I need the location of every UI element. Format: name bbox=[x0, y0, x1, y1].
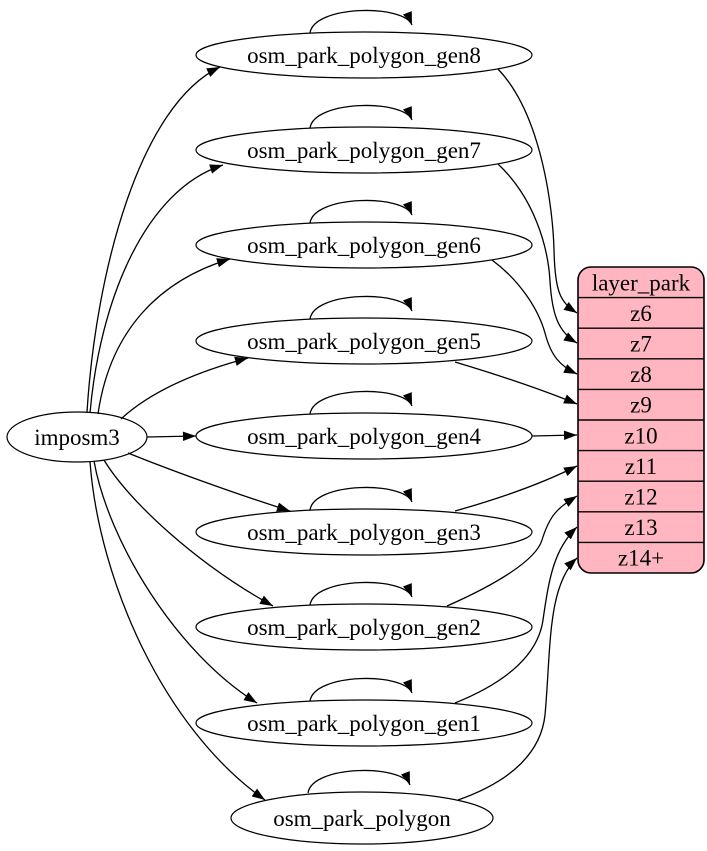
edge-imposm3-to-osm_park_polygon_gen2 bbox=[103, 459, 274, 607]
node-ellipse-osm_park_polygon_gen6 bbox=[195, 221, 533, 269]
node-label-osm_park_polygon_gen2: osm_park_polygon_gen2 bbox=[247, 615, 481, 640]
self-loop-osm_park_polygon_gen7 bbox=[309, 104, 413, 129]
node-label-osm_park_polygon_gen3: osm_park_polygon_gen3 bbox=[247, 520, 481, 545]
edge-osm_park_polygon_gen3-to-layer_park.z11 bbox=[454, 465, 578, 512]
edge-osm_park_polygon-to-layer_park.z14+ bbox=[457, 557, 578, 801]
self-loop-osm_park_polygon bbox=[307, 769, 411, 794]
self-loop-osm_park_polygon_gen6 bbox=[309, 199, 413, 224]
source-node-imposm3: imposm3 bbox=[6, 411, 148, 463]
node-label-osm_park_polygon_gen5: osm_park_polygon_gen5 bbox=[247, 329, 481, 354]
node-ellipse-osm_park_polygon_gen1 bbox=[195, 699, 533, 747]
self-loop-osm_park_polygon_gen2 bbox=[309, 581, 413, 606]
layer-node-layer_park: layer_park z6 z7 z8 z9 z10 z11 z12 z13 z14+ bbox=[577, 266, 705, 574]
node-ellipse-osm_park_polygon bbox=[230, 791, 494, 845]
node-label-osm_park_polygon: osm_park_polygon bbox=[273, 806, 451, 831]
edge-imposm3-to-osm_park_polygon_gen8 bbox=[86, 66, 221, 413]
node-ellipse-osm_park_polygon_gen7 bbox=[195, 126, 533, 174]
layer-title: layer_park bbox=[592, 270, 691, 295]
node-label-osm_park_polygon_gen8: osm_park_polygon_gen8 bbox=[247, 43, 481, 68]
edge-imposm3-to-osm_park_polygon_gen7 bbox=[89, 164, 224, 414]
edge-imposm3-to-osm_park_polygon bbox=[89, 461, 266, 801]
table-node-osm_park_polygon_gen2: osm_park_polygon_gen2 bbox=[195, 603, 533, 651]
layer-row-label-z12: z12 bbox=[624, 485, 657, 510]
node-label-osm_park_polygon_gen6: osm_park_polygon_gen6 bbox=[247, 233, 481, 258]
layer-row-label-z9: z9 bbox=[630, 393, 652, 418]
node-label-osm_park_polygon_gen4: osm_park_polygon_gen4 bbox=[247, 424, 481, 449]
edge-imposm3-to-osm_park_polygon_gen3 bbox=[127, 452, 291, 512]
edge-imposm3-to-osm_park_polygon_gen5 bbox=[120, 356, 249, 420]
table-node-osm_park_polygon_gen1: osm_park_polygon_gen1 bbox=[195, 699, 533, 747]
table-node-osm_park_polygon_gen6: osm_park_polygon_gen6 bbox=[195, 221, 533, 269]
layer-row-label-z13: z13 bbox=[624, 515, 657, 540]
table-node-osm_park_polygon: osm_park_polygon bbox=[230, 791, 494, 845]
node-ellipse-osm_park_polygon_gen5 bbox=[195, 317, 533, 365]
self-loop-osm_park_polygon_gen5 bbox=[309, 295, 413, 320]
self-loop-osm_park_polygon_gen3 bbox=[309, 486, 413, 511]
self-loop-osm_park_polygon_gen4 bbox=[309, 390, 413, 415]
node-ellipse-osm_park_polygon_gen8 bbox=[195, 31, 533, 79]
edge-osm_park_polygon_gen4-to-layer_park.z10 bbox=[531, 430, 578, 440]
edge-osm_park_polygon_gen2-to-layer_park.z12 bbox=[446, 495, 578, 607]
layer-row-label-z7: z7 bbox=[630, 332, 652, 357]
node-ellipse-osm_park_polygon_gen3 bbox=[195, 508, 533, 556]
node-label-imposm3: imposm3 bbox=[34, 425, 120, 450]
edge-osm_park_polygon_gen5-to-layer_park.z9 bbox=[454, 361, 578, 405]
edge-imposm3-to-osm_park_polygon_gen1 bbox=[93, 460, 258, 704]
edge-osm_park_polygon_gen1-to-layer_park.z13 bbox=[454, 526, 578, 704]
self-loop-osm_park_polygon_gen1 bbox=[309, 677, 413, 702]
layer-row-label-z8: z8 bbox=[630, 362, 652, 387]
table-node-osm_park_polygon_gen4: osm_park_polygon_gen4 bbox=[195, 412, 533, 460]
node-label-osm_park_polygon_gen1: osm_park_polygon_gen1 bbox=[247, 711, 481, 736]
edge-osm_park_polygon_gen7-to-layer_park.z7 bbox=[497, 163, 578, 344]
node-label-osm_park_polygon_gen7: osm_park_polygon_gen7 bbox=[247, 138, 481, 163]
edge-osm_park_polygon_gen6-to-layer_park.z8 bbox=[491, 259, 578, 375]
table-node-osm_park_polygon_gen7: osm_park_polygon_gen7 bbox=[195, 126, 533, 174]
layer-row-label-z6: z6 bbox=[630, 301, 652, 326]
table-node-osm_park_polygon_gen3: osm_park_polygon_gen3 bbox=[195, 508, 533, 556]
edge-imposm3-to-osm_park_polygon_gen6 bbox=[97, 258, 231, 415]
self-loop-osm_park_polygon_gen8 bbox=[309, 9, 413, 34]
layer-row-label-z10: z10 bbox=[624, 423, 657, 448]
table-node-osm_park_polygon_gen8: osm_park_polygon_gen8 bbox=[195, 31, 533, 79]
layer-row-label-z11: z11 bbox=[625, 454, 657, 479]
layer-row-label-z14+: z14+ bbox=[618, 546, 664, 571]
table-node-osm_park_polygon_gen5: osm_park_polygon_gen5 bbox=[195, 317, 533, 365]
edge-osm_park_polygon_gen8-to-layer_park.z6 bbox=[497, 68, 578, 314]
edge-imposm3-to-osm_park_polygon_gen4 bbox=[146, 431, 197, 441]
node-ellipse-osm_park_polygon_gen2 bbox=[195, 603, 533, 651]
